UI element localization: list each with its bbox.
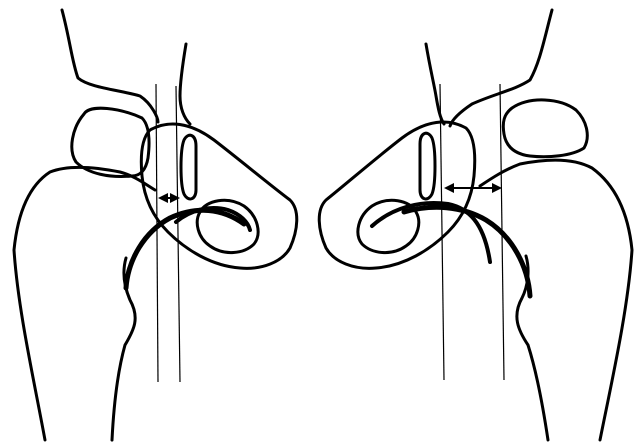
left-view — [14, 10, 297, 440]
left-humerus-medial-outline — [112, 258, 135, 440]
right-clavicle-inner-outline — [426, 44, 444, 124]
left-clavicle-outline — [62, 10, 158, 122]
left-clavicle-inner-outline — [180, 44, 190, 124]
right-humerus-medial-outline — [517, 256, 548, 440]
right-labrum-loop — [420, 133, 435, 199]
left-humeral-head-arc-outer — [126, 210, 244, 288]
right-acromion — [503, 100, 587, 157]
left-humerus-outline — [14, 167, 155, 440]
left-labrum-loop — [181, 135, 196, 199]
right-reference-line-1 — [440, 84, 444, 380]
right-clavicle-outline — [450, 10, 552, 126]
right-glenoid-cavity — [319, 122, 474, 268]
right-view — [319, 10, 632, 440]
left-reference-line-2 — [176, 86, 180, 382]
left-glenoid-cavity — [141, 124, 296, 268]
left-reference-line-1 — [156, 84, 158, 382]
